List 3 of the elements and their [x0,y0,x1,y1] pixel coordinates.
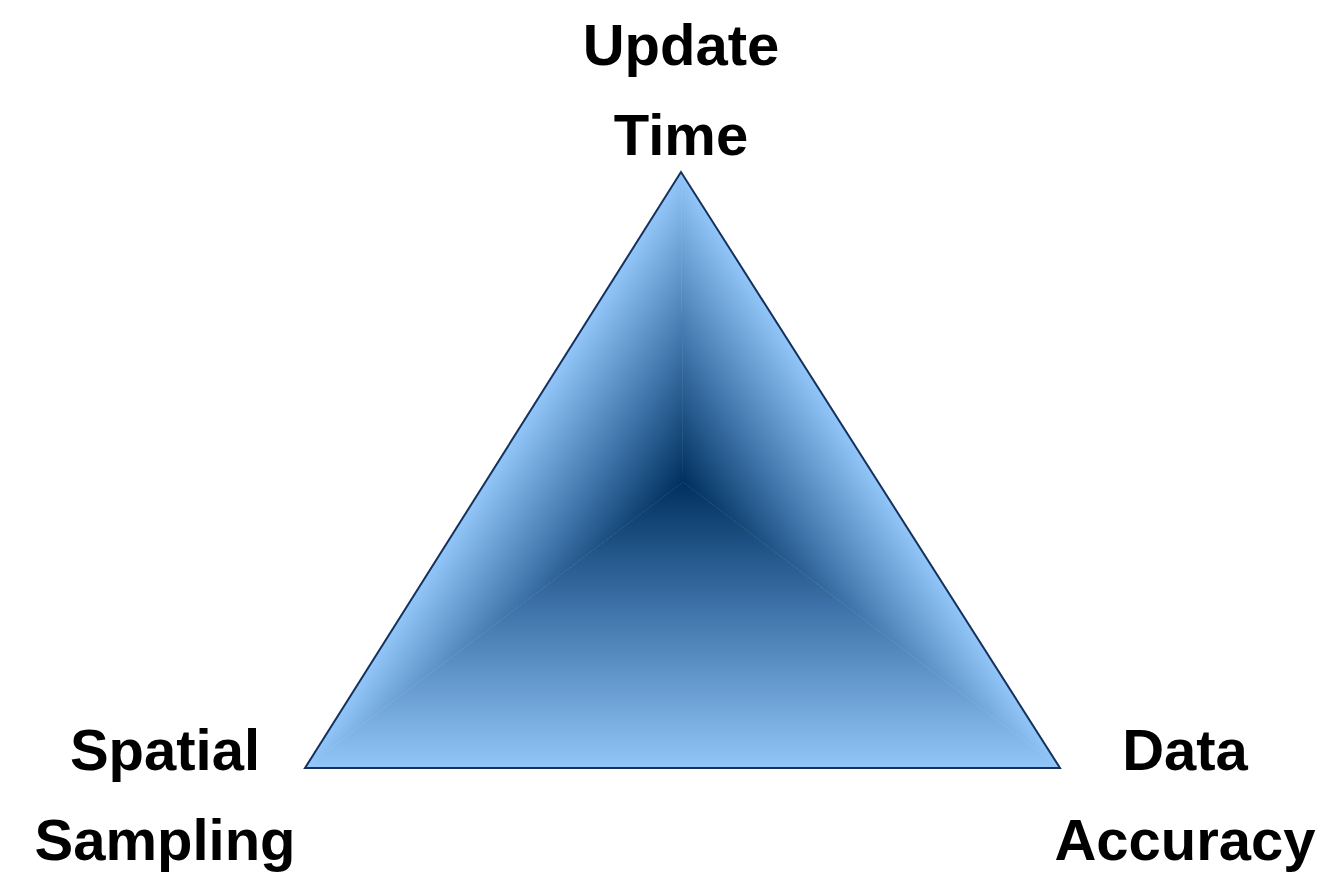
vertex-label: Update Time [581,11,781,169]
vertex-label: Spatial Sampling [33,716,297,874]
vertex-label: Data Accuracy [1053,716,1317,874]
